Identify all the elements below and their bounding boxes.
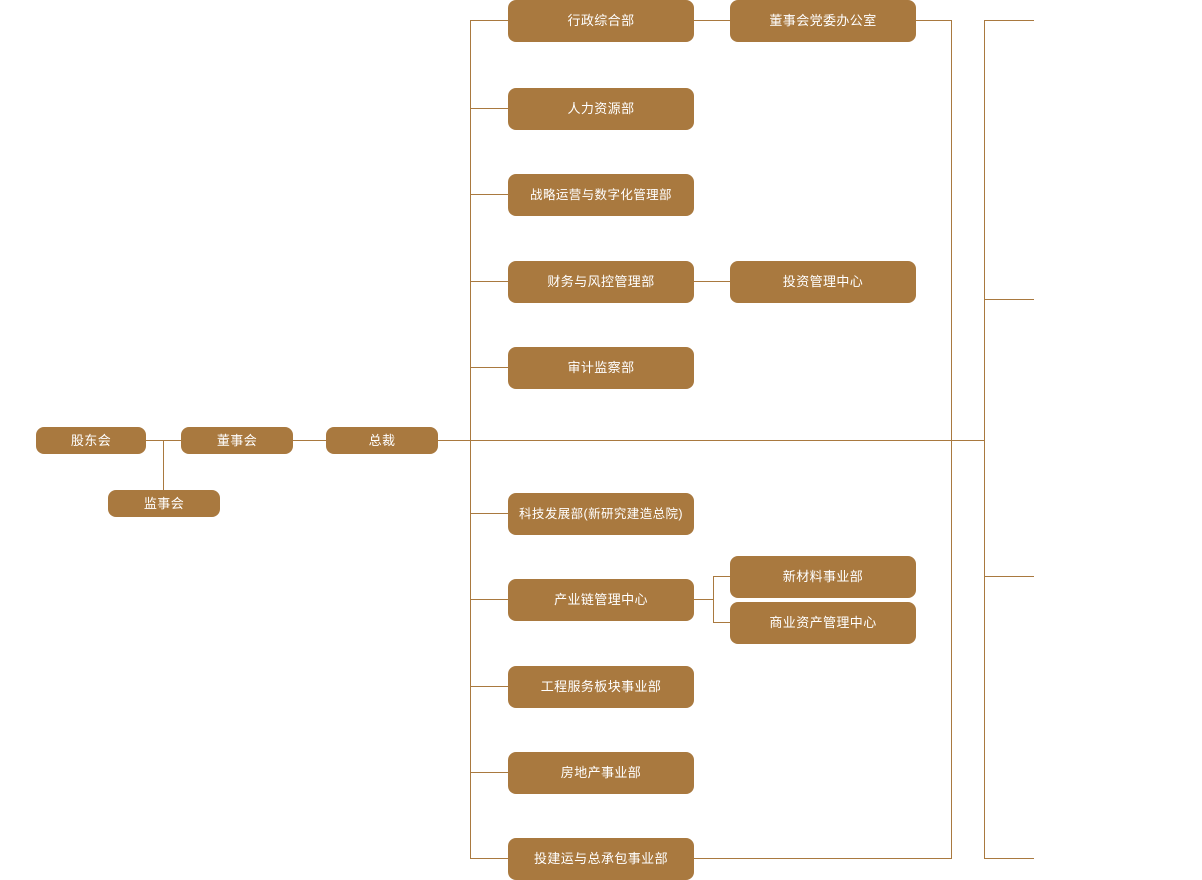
node-president[interactable]: 总裁 — [326, 427, 438, 454]
connector-finance-to-investment — [694, 281, 730, 282]
connector-president-to-spine — [438, 440, 984, 441]
connector-drop-supervisory — [163, 440, 164, 504]
branch-stub-finance — [470, 281, 508, 282]
node-dept-engineering-services[interactable]: 工程服务板块事业部 — [508, 666, 694, 708]
spine-main-departments — [470, 20, 471, 859]
branch-stub-admin — [470, 20, 508, 21]
node-board-party-office[interactable]: 董事会党委办公室 — [730, 0, 916, 42]
branch-stub-investment-construction — [470, 858, 508, 859]
connector-industry-chain-spine — [713, 576, 714, 623]
branch-stub-hr — [470, 108, 508, 109]
branch-stub-real-estate — [470, 772, 508, 773]
node-investment-management-center[interactable]: 投资管理中心 — [730, 261, 916, 303]
connector-admin-to-board-office — [694, 20, 730, 21]
branch-stub-industry-chain — [470, 599, 508, 600]
node-board-of-directors[interactable]: 董事会 — [181, 427, 293, 454]
connector-to-new-materials — [713, 576, 730, 577]
node-commercial-asset-center[interactable]: 商业资产管理中心 — [730, 602, 916, 644]
connector-industry-chain-out — [694, 599, 713, 600]
branch-stub-engineering-services — [470, 686, 508, 687]
node-new-materials-division[interactable]: 新材料事业部 — [730, 556, 916, 598]
node-dept-finance-risk[interactable]: 财务与风控管理部 — [508, 261, 694, 303]
bracket-inner-bottom-stub — [694, 858, 951, 859]
node-dept-hr[interactable]: 人力资源部 — [508, 88, 694, 130]
bracket-outer-stub-upper-mid — [984, 299, 1034, 300]
bracket-inner-vertical — [951, 20, 952, 859]
node-dept-real-estate[interactable]: 房地产事业部 — [508, 752, 694, 794]
branch-stub-audit — [470, 367, 508, 368]
bracket-outer-stub-lower-mid — [984, 576, 1034, 577]
bracket-inner-top-stub — [916, 20, 951, 21]
node-supervisory-board[interactable]: 监事会 — [108, 490, 220, 517]
connector-to-commercial-assets — [713, 622, 730, 623]
node-shareholders-meeting[interactable]: 股东会 — [36, 427, 146, 454]
branch-stub-science-tech — [470, 513, 508, 514]
node-dept-strategy-digital[interactable]: 战略运营与数字化管理部 — [508, 174, 694, 216]
node-dept-science-technology[interactable]: 科技发展部(新研究建造总院) — [508, 493, 694, 535]
node-dept-audit-supervision[interactable]: 审计监察部 — [508, 347, 694, 389]
node-dept-admin[interactable]: 行政综合部 — [508, 0, 694, 42]
bracket-outer-stub-top — [984, 20, 1034, 21]
node-dept-investment-construction[interactable]: 投建运与总承包事业部 — [508, 838, 694, 880]
branch-stub-strategy — [470, 194, 508, 195]
node-dept-industry-chain[interactable]: 产业链管理中心 — [508, 579, 694, 621]
bracket-outer-vertical — [984, 20, 985, 859]
bracket-outer-stub-bottom — [984, 858, 1034, 859]
connector-board-to-president — [293, 440, 326, 441]
